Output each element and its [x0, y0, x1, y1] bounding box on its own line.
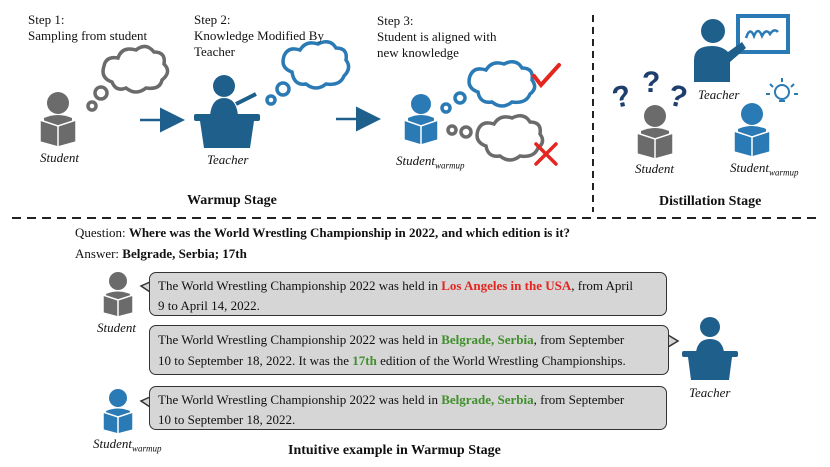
bubble2-text-d: edition of the World Wrestling Champions…: [376, 353, 626, 368]
svg-text:?: ?: [665, 79, 690, 115]
bubble2-correct-location: Belgrade, Serbia: [441, 332, 534, 347]
step2-title: Step 2:: [194, 12, 231, 27]
lightbulb-icon: [766, 78, 798, 102]
example-student-warmup-label: Studentwarmup: [93, 436, 162, 454]
bubble3-correct-location: Belgrade, Serbia: [441, 392, 534, 407]
bubble2-correct-edition: 17th: [352, 353, 377, 368]
thought-cloud-icon: [86, 44, 170, 112]
board-icon: [736, 14, 790, 54]
distill-student-warmup-base: Student: [730, 160, 769, 175]
example-stage-title: Intuitive example in Warmup Stage: [288, 443, 501, 458]
answer-prefix: Answer:: [75, 246, 123, 261]
student-reading-icon: [102, 389, 134, 435]
answer-text: Belgrade, Serbia; 17th: [122, 246, 247, 261]
student-label: Student: [40, 150, 79, 165]
bubble1-wrong-location: Los Angeles in the USA: [441, 278, 572, 293]
bubble3-text-b: , from September: [533, 392, 625, 407]
svg-text:?: ?: [642, 66, 660, 99]
bubble2-text-b: , from September: [533, 332, 625, 347]
bubble1-text-c: 9 to April 14, 2022.: [158, 298, 260, 313]
bubble3-text-a: The World Wrestling Championship 2022 wa…: [158, 392, 442, 407]
step1-block: Step 1: Sampling from student: [28, 12, 147, 44]
student-answer-bubble: The World Wrestling Championship 2022 wa…: [149, 272, 667, 316]
step1-desc: Sampling from student: [28, 28, 148, 43]
thought-cloud-icon: [446, 114, 545, 162]
student-warmup-base: Student: [396, 153, 435, 168]
step3-desc-line2: new knowledge: [377, 45, 459, 60]
step3-title: Step 3:: [377, 13, 414, 28]
distill-student-warmup-label: Studentwarmup: [730, 160, 799, 178]
bubble3-text-c: 10 to September 18, 2022.: [158, 412, 296, 427]
thought-cloud-icon: [265, 40, 351, 106]
student-reading-icon: [636, 105, 674, 160]
check-icon: [532, 63, 561, 89]
step3-desc-line1: Student is aligned with: [377, 29, 497, 44]
cross-icon: [534, 142, 558, 166]
student-warmup-answer-bubble: The World Wrestling Championship 2022 wa…: [149, 386, 667, 430]
teacher-answer-bubble: The World Wrestling Championship 2022 wa…: [149, 325, 669, 375]
example-teacher-label: Teacher: [689, 385, 731, 400]
step2-block: Step 2: Knowledge Modified By Teacher: [194, 12, 324, 60]
question-line: Question: Where was the World Wrestling …: [75, 225, 570, 241]
teacher-icon: [694, 19, 746, 82]
warmup-stage-title: Warmup Stage: [187, 193, 277, 208]
bubble2-text-a: The World Wrestling Championship 2022 wa…: [158, 332, 442, 347]
example-student-warmup-sub: warmup: [132, 443, 162, 454]
step2-desc-line1: Knowledge Modified By: [194, 28, 324, 43]
student-warmup-sub: warmup: [435, 160, 465, 171]
student-reading-icon: [403, 94, 439, 146]
bubble1-text-b: , from April: [571, 278, 633, 293]
step1-title: Step 1:: [28, 12, 65, 27]
teacher-podium-icon: [194, 75, 260, 148]
student-reading-icon: [733, 103, 771, 158]
teacher-label: Teacher: [207, 152, 249, 167]
thought-cloud-icon: [440, 60, 537, 114]
step2-desc-line2: Teacher: [194, 44, 235, 59]
example-student-warmup-base: Student: [93, 436, 132, 451]
bubble-tail: [667, 333, 680, 349]
student-reading-icon: [39, 92, 77, 148]
distillation-stage-title: Distillation Stage: [659, 194, 762, 209]
example-student-label: Student: [97, 320, 136, 335]
step3-block: Step 3: Student is aligned with new know…: [377, 13, 497, 61]
student-reading-icon: [102, 272, 134, 318]
distill-student-label: Student: [635, 161, 674, 176]
question-prefix: Question:: [75, 225, 129, 240]
bubble1-text-a: The World Wrestling Championship 2022 wa…: [158, 278, 442, 293]
distill-teacher-label: Teacher: [698, 87, 740, 102]
student-warmup-label: Studentwarmup: [396, 153, 465, 171]
bubble2-text-c: 10 to September 18, 2022. It was the: [158, 353, 353, 368]
svg-text:?: ?: [609, 79, 634, 115]
question-text: Where was the World Wrestling Championsh…: [128, 225, 571, 240]
distill-student-warmup-sub: warmup: [769, 167, 799, 178]
answer-line: Answer: Belgrade, Serbia; 17th: [75, 246, 247, 262]
teacher-podium-icon: [682, 317, 738, 380]
